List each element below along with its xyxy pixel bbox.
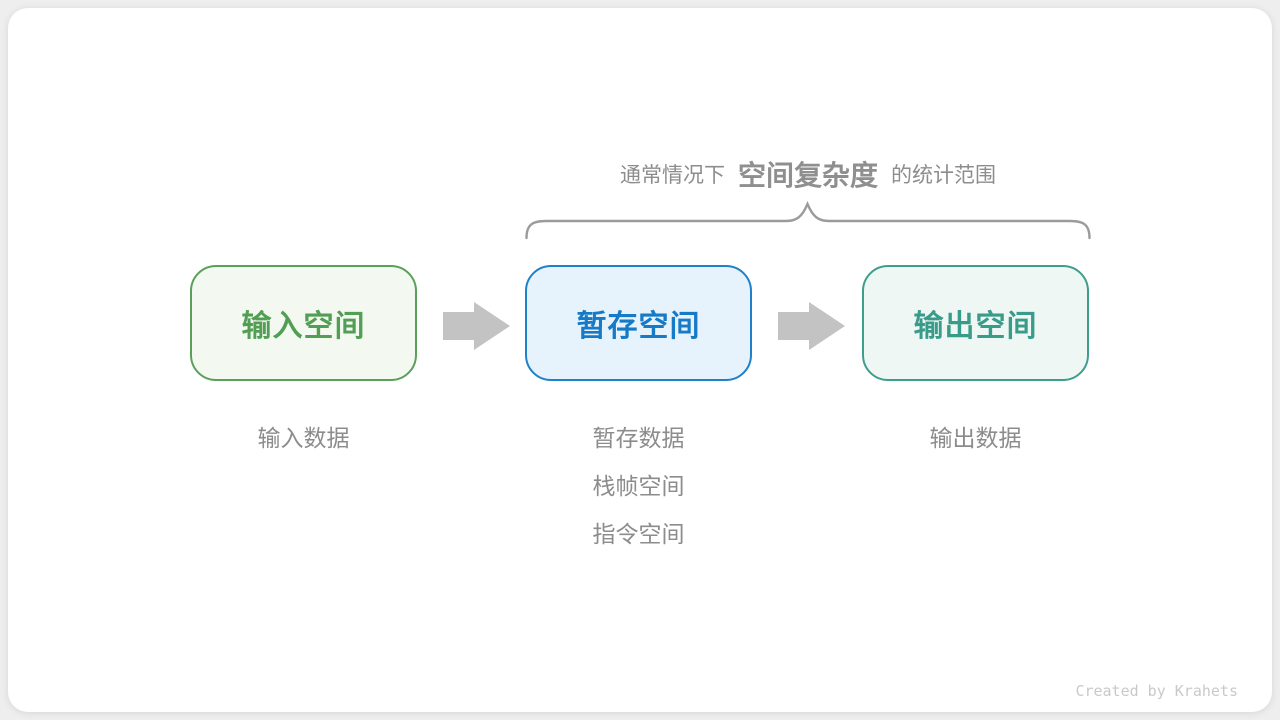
curly-brace-icon xyxy=(525,200,1091,240)
temp-space-label: 暂存空间 xyxy=(576,310,701,343)
credit-text: Created by Krahets xyxy=(1075,682,1238,700)
input-space-notes: 输入数据 xyxy=(190,414,417,462)
note-item: 栈帧空间 xyxy=(592,473,685,499)
note-item: 暂存数据 xyxy=(592,425,685,451)
caption-prefix: 通常情况下 xyxy=(619,164,725,187)
note-item: 指令空间 xyxy=(592,521,685,547)
diagram-card: 通常情况下 空间复杂度 的统计范围 输入空间 暂存空间 输出空间 输入数据 暂存… xyxy=(8,8,1272,712)
arrow-right-icon xyxy=(778,302,845,350)
curly-brace xyxy=(525,200,1091,242)
temp-space-notes: 暂存数据 栈帧空间 指令空间 xyxy=(525,414,752,558)
output-space-box: 输出空间 xyxy=(862,265,1089,381)
output-space-label: 输出空间 xyxy=(913,310,1038,343)
caption-emphasis: 空间复杂度 xyxy=(737,160,878,191)
note-item: 输入数据 xyxy=(257,425,350,451)
input-space-label: 输入空间 xyxy=(241,310,366,343)
temp-space-box: 暂存空间 xyxy=(525,265,752,381)
input-space-box: 输入空间 xyxy=(190,265,417,381)
output-space-notes: 输出数据 xyxy=(862,414,1089,462)
note-item: 输出数据 xyxy=(929,425,1022,451)
arrow-right-icon xyxy=(443,302,510,350)
caption-suffix: 的统计范围 xyxy=(891,164,996,187)
scope-caption: 通常情况下 空间复杂度 的统计范围 xyxy=(458,146,1158,202)
